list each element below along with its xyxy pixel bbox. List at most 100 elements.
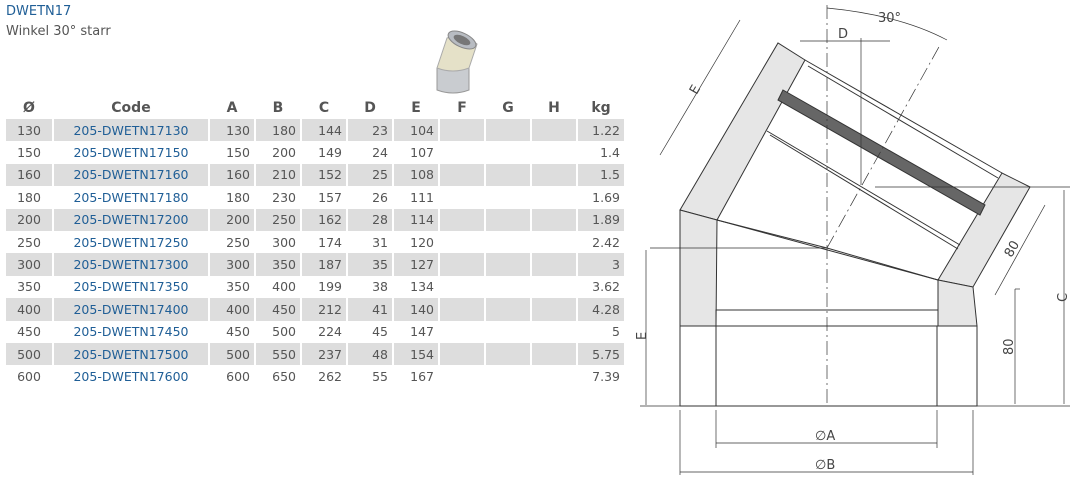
table-cell (440, 163, 484, 187)
table-cell: 650 (272, 368, 296, 384)
dia-a-label: ∅A (815, 429, 835, 444)
table-cell: 350 (17, 279, 41, 295)
column-header: C (318, 100, 330, 116)
table-cell (486, 298, 530, 321)
product-code-link[interactable]: 205-DWETN17130 (54, 119, 208, 142)
dim-80-top-label: 80 (1002, 238, 1023, 260)
column-header: Code (111, 100, 151, 116)
table-cell: 500 (6, 342, 52, 366)
table-cell: 5.75 (578, 342, 624, 366)
table-cell: 130 (210, 119, 254, 142)
table-cell: 35 (348, 253, 392, 276)
table-cell: 400 (6, 298, 52, 321)
table-cell: 41 (348, 298, 392, 321)
product-code-link[interactable]: 205-DWETN17180 (73, 189, 189, 205)
column-header: kg (591, 100, 611, 116)
table-cell: 150 (17, 145, 41, 161)
table-cell: 38 (372, 279, 388, 295)
table-cell (532, 163, 576, 187)
product-code-link[interactable]: 205-DWETN17350 (73, 279, 189, 295)
table-cell: 262 (318, 368, 342, 384)
table-cell: 500 (272, 324, 296, 340)
table-cell: 600 (226, 368, 250, 384)
table-cell (440, 119, 484, 142)
table-cell: 160 (210, 163, 254, 187)
table-cell: 250 (226, 234, 250, 250)
table-cell: 450 (256, 298, 300, 321)
product-code-link[interactable]: 205-DWETN17400 (54, 298, 208, 321)
table-cell: 200 (272, 145, 296, 161)
table-cell (486, 163, 530, 187)
table-cell (486, 342, 530, 366)
table-cell: 111 (410, 189, 434, 205)
column-header: G (502, 100, 514, 116)
table-cell: 200 (6, 208, 52, 231)
table-cell: 120 (410, 234, 434, 250)
column-header: D (364, 100, 376, 116)
table-cell (532, 298, 576, 321)
product-code-link[interactable]: 205-DWETN17450 (73, 324, 189, 340)
insulation-lower-left (679, 209, 718, 327)
table-cell: 187 (302, 253, 346, 276)
product-code-link[interactable]: 205-DWETN17160 (54, 163, 208, 187)
table-cell: 450 (17, 324, 41, 340)
table-cell: 1.69 (592, 189, 620, 205)
table-cell: 167 (410, 368, 434, 384)
table-cell: 48 (348, 342, 392, 366)
table-cell: 210 (256, 163, 300, 187)
table-cell: 212 (302, 298, 346, 321)
dim-c-label: C (1056, 293, 1071, 302)
table-cell: 24 (372, 145, 388, 161)
table-cell: 224 (318, 324, 342, 340)
table-cell: 600 (17, 368, 41, 384)
table-cell: 500 (210, 342, 254, 366)
table-cell: 134 (410, 279, 434, 295)
table-cell (440, 342, 484, 366)
table-cell: 23 (348, 119, 392, 142)
product-code-link[interactable]: 205-DWETN17150 (73, 145, 189, 161)
insulation-upper-left (679, 42, 806, 221)
product-code-link[interactable]: 205-DWETN17600 (73, 368, 189, 384)
table-cell: 3.62 (592, 279, 620, 295)
table-cell (486, 253, 530, 276)
table-cell: 157 (318, 189, 342, 205)
table-cell: 107 (410, 145, 434, 161)
product-code-link[interactable]: 205-DWETN17300 (54, 253, 208, 276)
table-cell: 144 (302, 119, 346, 142)
dim-d-label: D (838, 27, 848, 42)
table-cell: 180 (226, 189, 250, 205)
table-cell: 31 (372, 234, 388, 250)
table-cell (532, 342, 576, 366)
column-header: B (272, 100, 284, 116)
table-cell: 300 (210, 253, 254, 276)
product-title: DWETN17 (6, 4, 72, 19)
table-cell: 199 (318, 279, 342, 295)
product-code-link[interactable]: 205-DWETN17250 (73, 234, 189, 250)
table-cell: 400 (210, 298, 254, 321)
product-code-link[interactable]: 205-DWETN17200 (54, 208, 208, 231)
table-cell: 7.39 (592, 368, 620, 384)
product-code-link[interactable]: 205-DWETN17500 (54, 342, 208, 366)
table-cell (532, 208, 576, 231)
column-header: Ø (23, 100, 35, 116)
table-cell: 250 (256, 208, 300, 231)
table-cell (440, 208, 484, 231)
table-cell (440, 253, 484, 276)
table-cell: 28 (348, 208, 392, 231)
table-cell (532, 119, 576, 142)
table-cell: 127 (394, 253, 438, 276)
table-cell: 450 (226, 324, 250, 340)
table-cell: 180 (17, 189, 41, 205)
table-cell: 130 (6, 119, 52, 142)
table-cell: 180 (256, 119, 300, 142)
table-cell: 1.5 (578, 163, 624, 187)
table-cell: 5 (612, 324, 620, 340)
dim-80-bottom-label: 80 (1002, 338, 1017, 355)
